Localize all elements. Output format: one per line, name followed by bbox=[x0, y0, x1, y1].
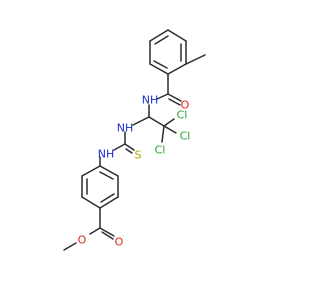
bond-ring1-1 bbox=[167, 29, 187, 42]
bond-ring2-6 bbox=[99, 165, 119, 177]
bond-ring2-4 bbox=[99, 196, 119, 209]
bond-ring2-1 bbox=[81, 165, 101, 177]
bond-ring1-6 bbox=[149, 29, 169, 42]
bond-ring2-6-inner bbox=[99, 171, 114, 180]
atom-cl-2: Cl bbox=[180, 130, 191, 143]
bond-ch-ccl3 bbox=[148, 116, 165, 127]
atom-thiourea-s: S bbox=[135, 149, 142, 162]
atom-amide-o: O bbox=[181, 99, 190, 112]
bond-layer bbox=[63, 29, 206, 251]
atom-amide-nh: NH bbox=[142, 94, 159, 107]
bond-o-methyl bbox=[63, 242, 77, 251]
bond-ring1-4 bbox=[149, 63, 169, 75]
bond-co-double-b bbox=[168, 98, 181, 106]
atom-label-layer: NH O NH S NH Cl Cl Cl O O bbox=[78, 94, 191, 249]
atom-ester-o-carbonyl: O bbox=[115, 236, 124, 249]
atom-cl-1: Cl bbox=[177, 109, 188, 122]
bond-cs-nh3 bbox=[113, 143, 126, 151]
atom-thiourea-nh-top: NH bbox=[117, 122, 134, 135]
bond-co-double-a bbox=[167, 93, 182, 102]
bond-carbonyl-nh bbox=[156, 93, 169, 100]
bond-ch-nh2 bbox=[132, 116, 150, 126]
atom-cl-3: Cl bbox=[155, 144, 166, 157]
bond-ccl3-cl1 bbox=[163, 118, 175, 127]
bond-cs-double-a bbox=[124, 143, 135, 151]
bond-ring2-4-inner bbox=[100, 193, 115, 203]
atom-thiourea-nh-bottom: NH bbox=[98, 148, 115, 161]
bond-methyl-aryl bbox=[185, 54, 206, 65]
bond-ccl3-cl2 bbox=[163, 125, 177, 134]
bond-ring1-4-inner bbox=[153, 60, 168, 69]
bond-ester-co-a bbox=[99, 227, 115, 237]
bond-ccl3-cl3 bbox=[161, 125, 165, 143]
bond-ring1-3 bbox=[167, 63, 187, 75]
atom-ester-o-methoxy: O bbox=[78, 234, 87, 247]
bond-ester-c-o bbox=[89, 227, 101, 235]
molecule-structure-diagram: NH O NH S NH Cl Cl Cl O O bbox=[63, 29, 206, 251]
bond-ring2-3 bbox=[81, 196, 101, 209]
bond-ester-co-b bbox=[101, 231, 114, 240]
bond-cs-double-b bbox=[125, 148, 133, 154]
bond-ring1-6-inner bbox=[154, 35, 169, 45]
